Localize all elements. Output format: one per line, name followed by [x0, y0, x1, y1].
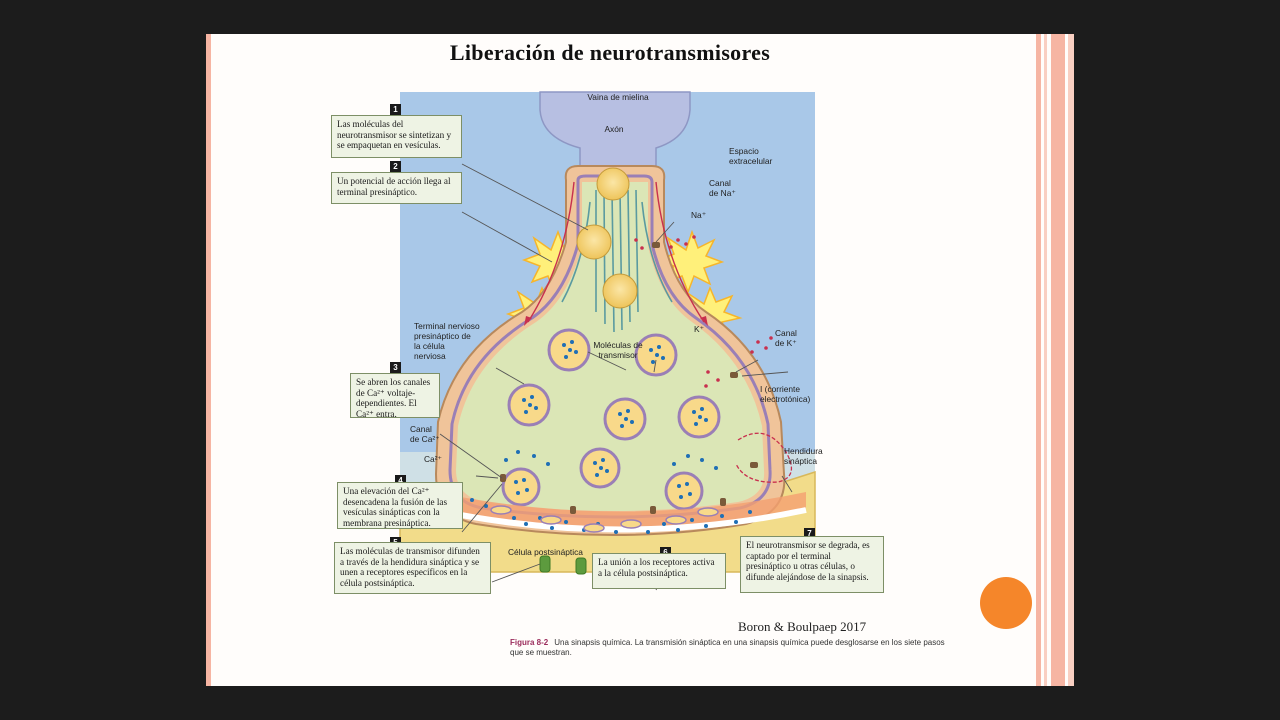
- border-stripe-left: [206, 34, 211, 686]
- label-extracellular-l1: Espacio: [729, 146, 759, 156]
- step-4-callout: Una elevación del Ca²⁺ desencadena la fu…: [337, 482, 463, 529]
- synapse-diagram: [399, 91, 816, 591]
- slide-title: Liberación de neurotransmisores: [449, 40, 771, 65]
- sodium-ions: [634, 235, 696, 250]
- potassium-ions: [704, 336, 773, 388]
- label-current-l2: electrotónica): [760, 394, 811, 404]
- border-stripe: [1036, 34, 1041, 686]
- step-1-number: 1: [390, 104, 401, 115]
- label-myelin: Vaina de mielina: [587, 92, 649, 102]
- label-cleft-l1: Hendidura: [784, 446, 823, 456]
- fusing-vesicles: [490, 505, 719, 533]
- slide: Liberación de neurotransmisores: [206, 34, 1074, 686]
- step-4-number: 4: [395, 475, 406, 486]
- callout-pointers: [439, 163, 793, 591]
- figure-caption-text: Una sinapsis química. La transmisión sin…: [510, 638, 945, 657]
- label-transmitter-l2: transmisor: [598, 350, 638, 360]
- label-na-channel-l2: de Na⁺: [709, 188, 736, 198]
- synapse-figure: Vaina de mielina Axón Espacio extracelul…: [326, 72, 945, 657]
- label-axon: Axón: [604, 124, 624, 134]
- label-ca-channel-l2: de Ca²⁺: [410, 434, 440, 444]
- electrotonic-current: [735, 432, 793, 483]
- step-6-callout: La unión a los receptores activa a la cé…: [592, 553, 726, 589]
- label-k-ion: K⁺: [694, 324, 705, 334]
- label-k-channel-l2: de K⁺: [775, 338, 797, 348]
- label-ca-channel-l1: Canal: [410, 424, 432, 434]
- synaptic-cleft: [426, 490, 806, 528]
- step-5-callout: Las moléculas de transmisor difunden a t…: [334, 542, 491, 594]
- step-3-number: 3: [390, 362, 401, 373]
- attribution: Boron & Boulpaep 2017: [738, 619, 867, 634]
- step-7-number: 7: [804, 528, 815, 539]
- border-stripe: [1068, 34, 1074, 686]
- label-postsynaptic: Célula postsináptica: [508, 547, 583, 557]
- step-6-number: 6: [660, 547, 671, 558]
- step-2-callout: Un potencial de acción llega al terminal…: [331, 172, 462, 204]
- label-na-channel-l1: Canal: [709, 178, 731, 188]
- label-current-l1: I (corriente: [760, 384, 801, 394]
- label-extracellular-l2: extracelular: [729, 156, 773, 166]
- ion-channels: [500, 242, 758, 514]
- orange-circle-decoration: [980, 577, 1032, 629]
- label-cleft-l2: sináptica: [784, 456, 818, 466]
- label-terminal-l3: la célula: [414, 341, 445, 351]
- step-3-callout: Se abren los canales de Ca²⁺ voltaje-dep…: [350, 373, 440, 419]
- step-1-callout: Las moléculas del neurotransmisor se sin…: [331, 115, 462, 158]
- label-terminal-l1: Terminal nervioso: [414, 321, 480, 331]
- label-na-ion: Na⁺: [691, 210, 707, 220]
- label-k-channel-l1: Canal: [775, 328, 797, 338]
- label-ca-ion: Ca²⁺: [424, 454, 442, 464]
- label-terminal-l2: presináptico de: [414, 331, 471, 341]
- label-transmitter-l1: Moléculas de: [593, 340, 643, 350]
- action-potential-arrows: [527, 181, 705, 323]
- step-7-callout: El neurotransmisor se degrada, es captad…: [740, 536, 884, 593]
- step-2-number: 2: [390, 161, 401, 172]
- label-terminal-l4: nerviosa: [414, 351, 446, 361]
- border-stripe: [1044, 34, 1047, 686]
- transmitter-molecules: [514, 340, 708, 499]
- border-stripe: [1051, 34, 1065, 686]
- figure-caption-label: Figura 8-2: [510, 638, 549, 647]
